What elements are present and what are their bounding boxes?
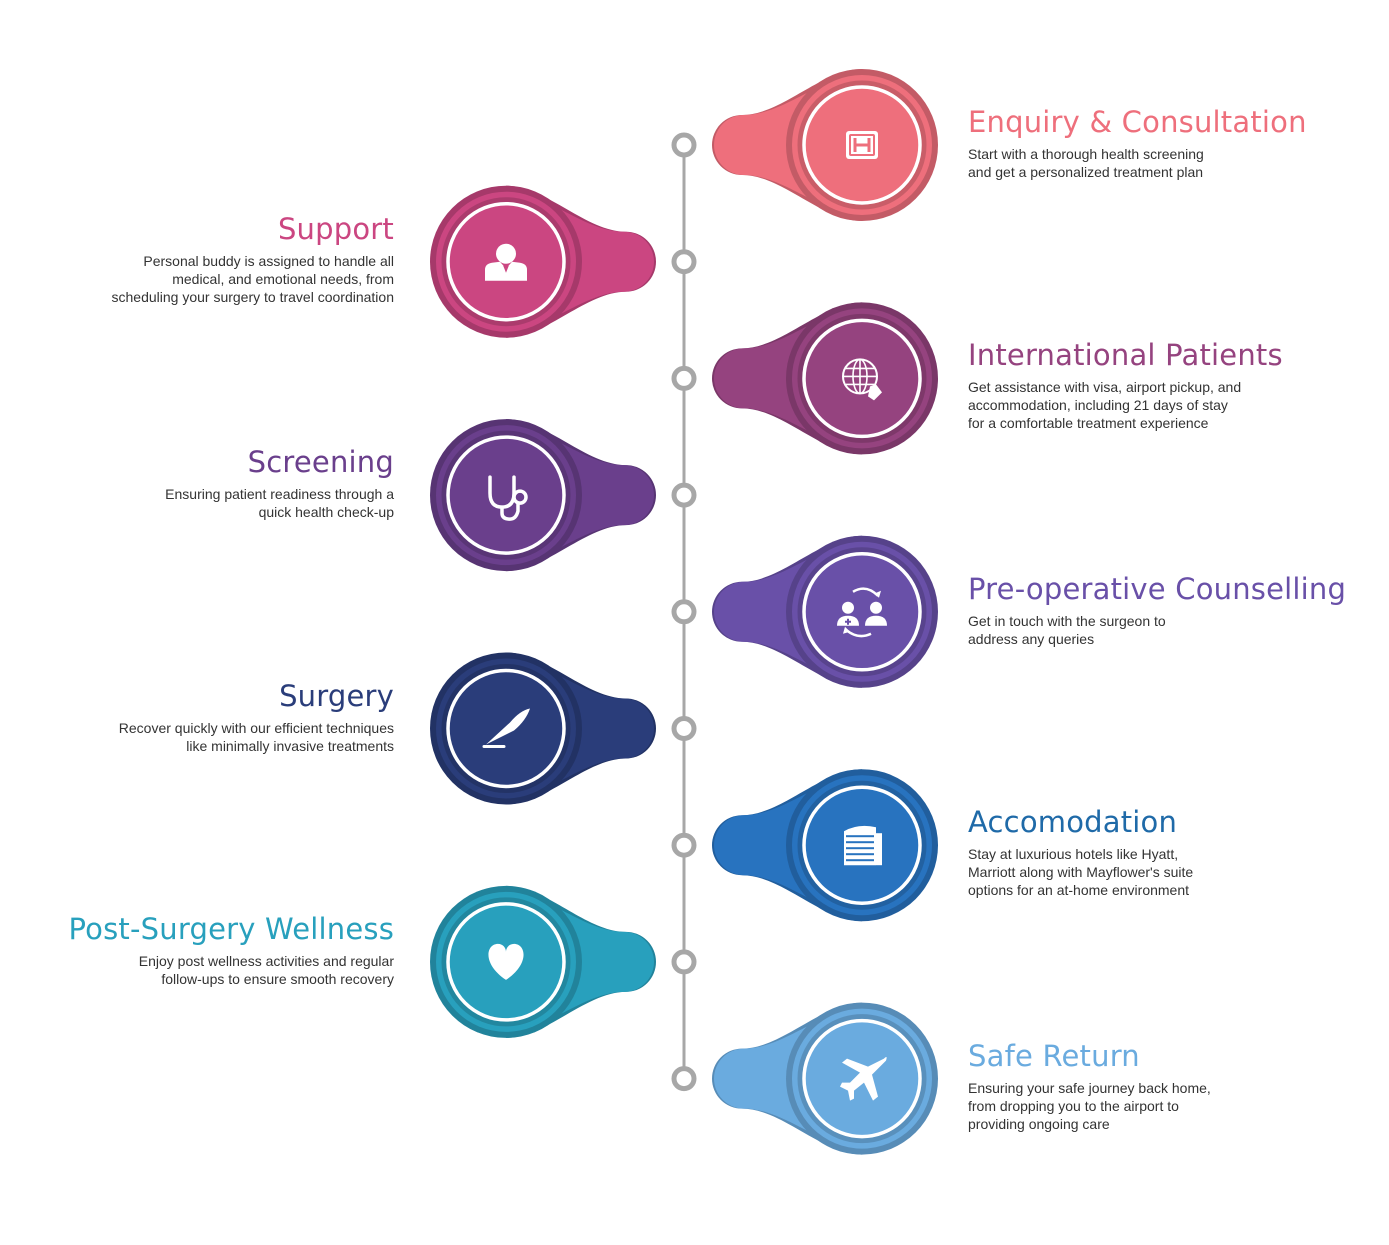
stethoscope-icon: [488, 475, 528, 521]
step-description: Recover quickly with our efficient techn…: [119, 719, 394, 755]
step-description: Enjoy post wellness activities and regul…: [139, 952, 394, 988]
step-title: Surgery: [279, 678, 394, 713]
step-accomodation: [712, 769, 938, 922]
step-description-line: from dropping you to the airport to: [968, 1097, 1179, 1114]
step-description-line: Personal buddy is assigned to handle all: [143, 252, 394, 269]
timeline-node: [671, 365, 697, 391]
step-title: Post-Surgery Wellness: [68, 911, 394, 946]
step-description-line: providing ongoing care: [968, 1115, 1110, 1132]
step-description-line: Ensuring your safe journey back home,: [968, 1079, 1211, 1096]
step-description-line: address any queries: [968, 630, 1095, 647]
step-description-line: for a comfortable treatment experience: [968, 415, 1209, 432]
step-description-line: quick health check-up: [258, 504, 394, 521]
step-description: Stay at luxurious hotels like Hyatt,Marr…: [968, 845, 1193, 899]
scalpel-icon: [482, 708, 530, 748]
step-description-line: options for an at-home environment: [968, 882, 1190, 899]
step-description-line: Marriott along with Mayflower's suite: [968, 864, 1194, 881]
step-badge-ring: [446, 435, 566, 555]
step-wellness: [430, 885, 657, 1038]
timeline-node: [671, 599, 697, 625]
step-title: Enquiry & Consultation: [968, 105, 1307, 139]
step-description-line: Stay at luxurious hotels like Hyatt,: [968, 846, 1179, 863]
timeline-node: [671, 132, 697, 158]
support-person-icon: [485, 243, 527, 281]
step-description-line: follow-ups to ensure smooth recovery: [161, 970, 394, 987]
step-title: Support: [277, 211, 394, 246]
globe-phone-icon: [842, 358, 882, 401]
timeline-node: [671, 249, 697, 275]
step-description-line: scheduling your surgery to travel coordi…: [111, 288, 395, 305]
step-description: Start with a thorough health screening an…: [968, 145, 1204, 181]
step-surgery: [430, 652, 657, 805]
step-description-line: Start with a thorough health screening: [968, 146, 1204, 162]
step-badge-ring: [802, 318, 922, 439]
hospital-h-icon: [846, 131, 878, 159]
step-title: Accomodation: [968, 805, 1178, 840]
step-preop: [712, 535, 938, 688]
step-title: Screening: [247, 445, 394, 480]
doctor-patient-exchange-icon: [837, 587, 887, 638]
step-return: [712, 1002, 938, 1155]
step-description-line: and get a personalized treatment plan: [968, 164, 1204, 180]
timeline-node: [671, 1066, 697, 1092]
airplane-icon: [840, 1057, 887, 1101]
step-description-line: Recover quickly with our efficient techn…: [118, 719, 394, 736]
step-description: Personal buddy is assigned to handle all…: [112, 252, 395, 306]
step-international: [712, 302, 938, 455]
step-support: [430, 185, 656, 338]
timeline-node: [671, 716, 697, 741]
step-description: Ensuring your safe journey back home,fro…: [968, 1079, 1211, 1133]
step-title: International Patients: [968, 338, 1283, 373]
hotel-building-icon: [844, 825, 882, 866]
timeline-node: [671, 832, 697, 858]
step-enquiry: [712, 69, 938, 221]
step-description-line: like minimally invasive treatments: [186, 737, 394, 754]
step-title: Pre-operative Counselling: [968, 571, 1347, 606]
step-description-line: Enjoy post wellness activities and regul…: [138, 952, 394, 969]
step-badge-ring: [802, 552, 922, 672]
step-screening: [430, 419, 657, 572]
step-description-line: medical, and emotional needs, from: [172, 270, 394, 287]
timeline-node: [671, 482, 697, 508]
timeline-node: [671, 949, 697, 975]
step-title: Safe Return: [968, 1038, 1140, 1073]
step-description-line: Ensuring patient readiness through a: [165, 486, 394, 503]
step-description-line: Get assistance with visa, airport pickup…: [968, 379, 1242, 396]
step-description-line: Get in touch with the surgeon to: [968, 612, 1166, 629]
heart-icon: [488, 943, 524, 980]
step-description: Get assistance with visa, airport pickup…: [968, 378, 1241, 432]
step-description-line: accommodation, including 21 days of stay: [968, 397, 1228, 414]
